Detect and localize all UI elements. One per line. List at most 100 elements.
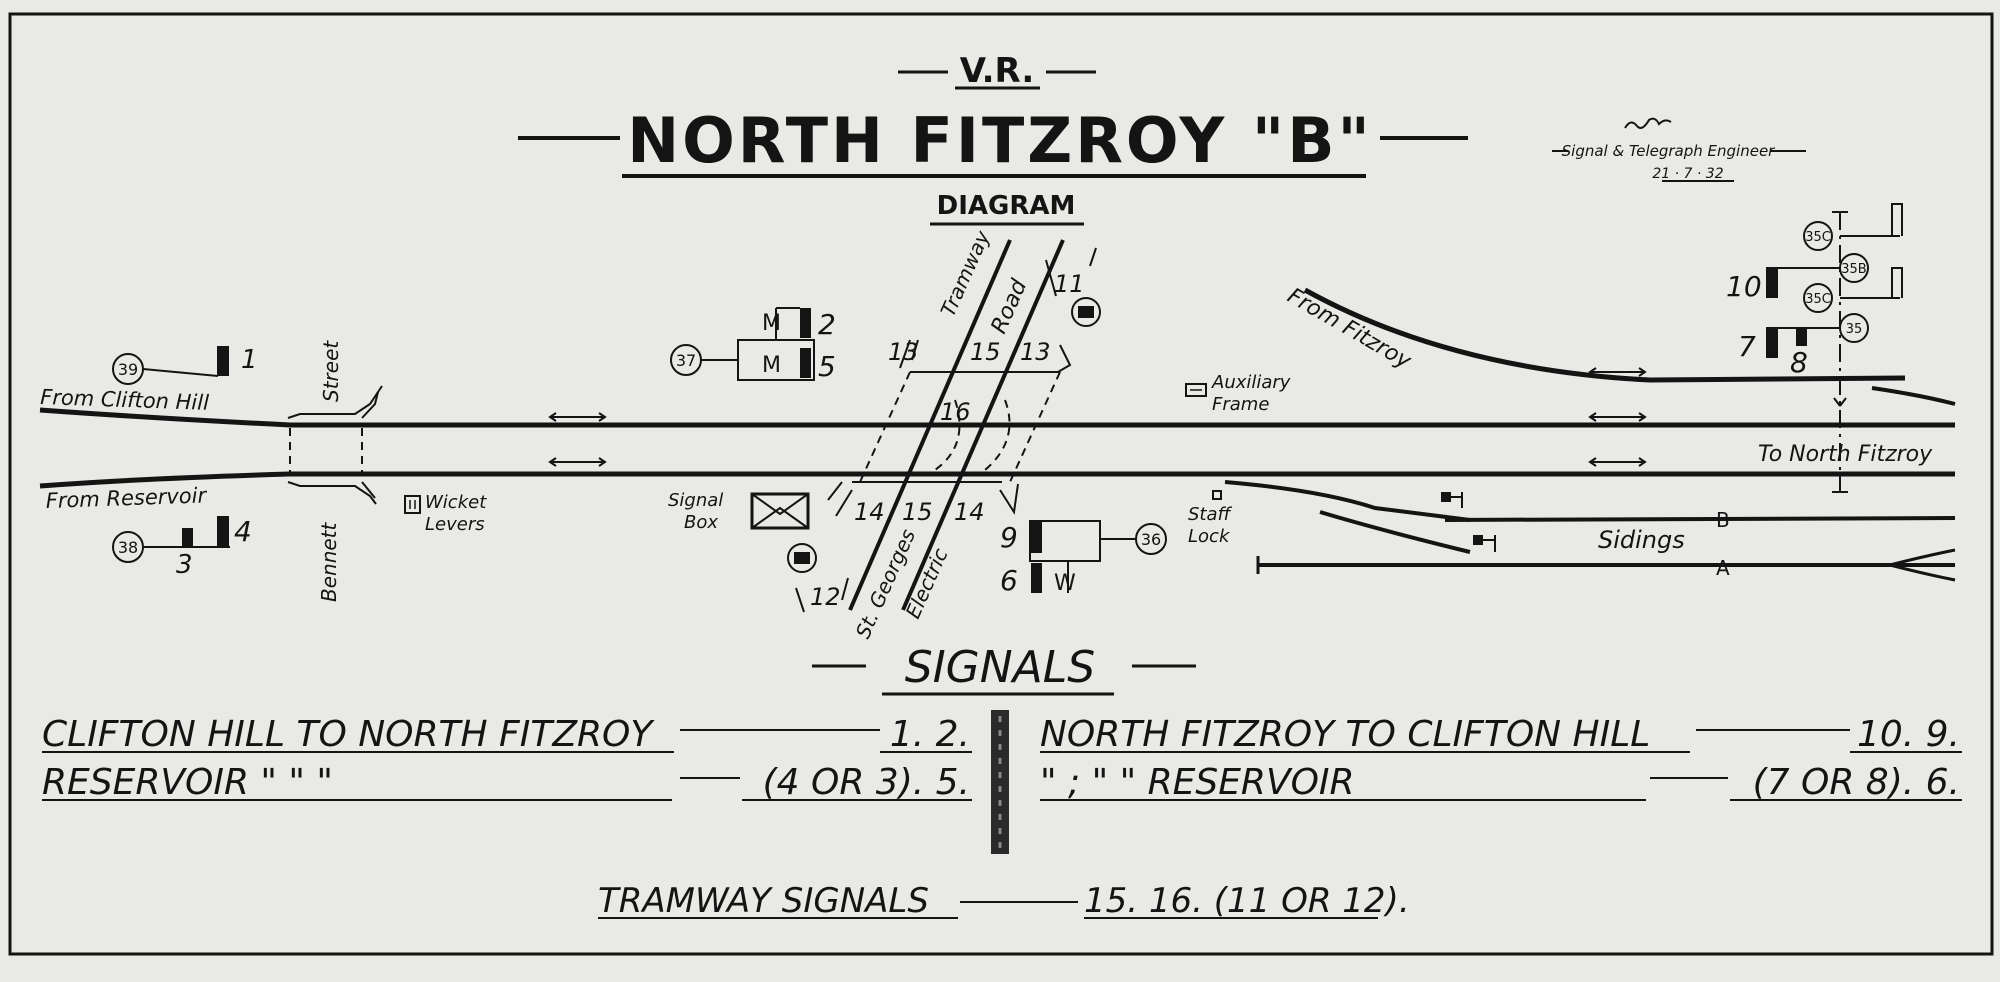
signal-label: Signal [668,490,723,511]
signals-table: SIGNALS CLIFTON HILL TO NORTH FITZROY 1.… [42,642,1962,921]
signal-4-number: 4 [234,515,252,548]
tramway-rail-2 [901,239,1065,611]
post-35c-2-number: 35C [1805,292,1831,307]
tram-signal-12-disc [787,543,817,573]
signal-5-arm [800,348,811,378]
from-clifton-hill-label: From Clifton Hill [40,385,210,415]
signal-1-number: 1 [241,345,258,375]
main-track-up [39,407,1955,428]
direction-arrows [548,367,1647,467]
signal-9-arm [1031,521,1042,553]
siding-b-label: B [1716,508,1730,532]
wicket-levers-icon [404,495,421,514]
signal-2-number: 2 [818,308,836,341]
post-38-group: 38 3 4 [112,515,252,580]
post-35-group: 35C 35B 35C 35 10 7 8 [1726,203,1903,493]
post-36-group: 36 9 6 W [1000,520,1167,597]
street-label: Street [319,340,343,402]
tram-signal-11-disc [1071,297,1101,327]
signature-date: 21 · 7 · 32 [1652,166,1723,182]
siding-b-track [1224,480,1471,522]
post-36-number: 36 [1141,530,1161,549]
signal-15b: 15 [902,498,933,526]
signal-1-arm [217,346,229,376]
signal-3-arm [182,528,193,547]
signal-16: 16 [940,398,971,426]
signal-2-arm [800,308,811,338]
signal-4-arm [217,516,229,547]
row-left-2-signals: (4 OR 3). 5. [763,762,970,803]
signature-engineer: Signal & Telegraph Engineer [1562,142,1776,160]
row-right-1-route: NORTH FITZROY TO CLIFTON HILL [1040,714,1650,755]
tramway-label: Tramway [936,226,995,320]
levers-label: Levers [425,514,485,535]
post-39-number: 39 [118,360,138,379]
main-track-down [39,471,1955,489]
signature-scribble [1624,117,1672,129]
signal-5-number: 5 [818,350,836,383]
row-left-1-signals: 1. 2. [890,714,970,755]
signal-10-arm [1766,268,1778,298]
m-mark-1: M [762,311,781,336]
signal-14a: 14 [854,498,885,526]
siding-a-label: A [1716,556,1730,580]
row-right-2-signals: (7 OR 8). 6. [1753,762,1960,803]
track-labels: From Clifton Hill From Reservoir From Fi… [40,284,1933,580]
signal-3-number: 3 [176,550,193,580]
header: V.R. NORTH FITZROY "B" DIAGRAM Signal & … [518,51,1806,226]
tramway-signals-values: 15. 16. (11 OR 12). [1084,881,1410,921]
column-divider [991,710,1009,854]
signal-7-arm [1766,328,1778,358]
diagram-subtitle: DIAGRAM [937,191,1076,221]
staff-label: Staff [1188,504,1233,525]
bennett-street-crossing: Street Bennett [287,340,383,602]
signal-7-number: 7 [1738,330,1756,363]
to-north-fitzroy-label: To North Fitzroy [1758,442,1933,467]
tramway-signals-label: TRAMWAY SIGNALS [598,881,929,921]
post-35c-1-number: 35C [1805,230,1831,245]
signal-8-arm [1796,328,1807,346]
from-reservoir-label: From Reservoir [45,483,208,513]
fitzroy-track [1303,287,1906,383]
post-37-number: 37 [676,351,696,370]
vr-mark: V.R. [960,51,1035,91]
signal-box-icon [750,492,810,530]
sheet-border [8,12,1994,956]
post-35b-number: 35B [1841,262,1866,277]
w-mark: W [1054,571,1076,596]
equipment: Wicket Levers Signal Box Auxiliary Frame… [404,372,1291,547]
tracks [39,287,1956,582]
signal-8-number: 8 [1790,346,1808,379]
m-mark-2: M [762,353,781,378]
signal-6-arm [1031,563,1042,593]
frame-label: Frame [1212,394,1269,415]
wicket-label: Wicket [425,492,487,513]
signal-11: 11 [1054,270,1085,298]
sidings-label: Sidings [1598,526,1685,554]
auxiliary-label: Auxiliary [1211,372,1291,393]
signal-9-number: 9 [1000,521,1018,554]
signal-13a: 13 [888,338,919,366]
auxiliary-frame-icon [1185,383,1207,397]
page-title: NORTH FITZROY "B" [627,104,1373,177]
row-right-2-route: " ; " " RESERVOIR [1040,762,1355,803]
signal-14b: 14 [954,498,985,526]
post-35-number: 35 [1846,322,1863,337]
signal-10-number: 10 [1726,270,1762,303]
bennett-label: Bennett [317,521,341,602]
post-39-group: 39 1 [112,345,258,385]
row-right-1-signals: 10. 9. [1857,714,1960,755]
signal-12: 12 [810,583,841,611]
box-label: Box [684,512,718,533]
signals-heading: SIGNALS [905,642,1095,693]
tramway-rail-1 [848,239,1012,611]
row-left-1-route: CLIFTON HILL TO NORTH FITZROY [42,714,655,755]
post-38-number: 38 [118,538,138,557]
signal-6-number: 6 [1000,564,1018,597]
lock-label: Lock [1188,526,1231,547]
signal-15a: 15 [970,338,1001,366]
signal-13b: 13 [1020,338,1051,366]
row-left-2-route: RESERVOIR " " " [42,762,333,803]
